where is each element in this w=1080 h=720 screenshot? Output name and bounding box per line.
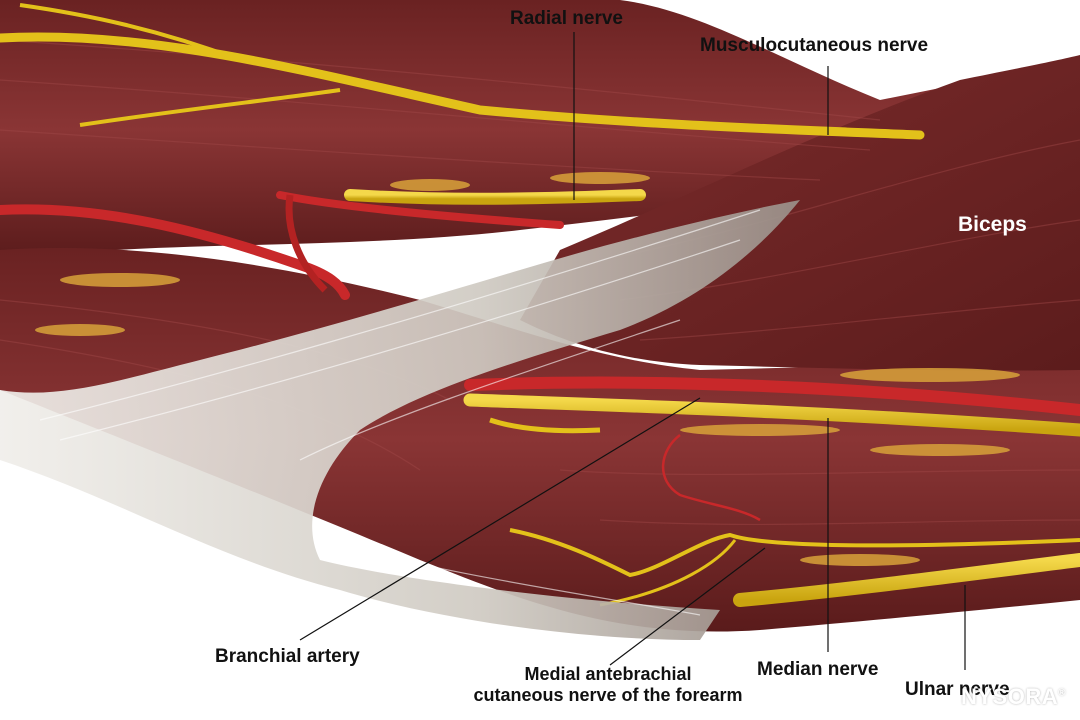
brachial-artery xyxy=(0,204,350,300)
registered-mark: ® xyxy=(1058,687,1066,699)
ulnar-nerve-shape xyxy=(733,553,1080,607)
biceps-label: Biceps xyxy=(958,213,1027,236)
radial-nerve-label: Radial nerve xyxy=(510,8,623,29)
musculocutaneous-nerve-label: Musculocutaneous nerve xyxy=(700,35,929,56)
nerve-branch-top xyxy=(19,3,241,62)
nerve-branch-mid xyxy=(79,88,341,127)
medial-antebrachial-label-line2: cutaneous nerve of the forearm xyxy=(473,684,743,705)
medial-antebrachial-branch xyxy=(599,539,737,607)
medial-antebrachial-leader xyxy=(609,547,766,666)
small-artery xyxy=(661,434,761,522)
musculocutaneous-nerve-shape xyxy=(0,32,925,140)
artery-branch-upper xyxy=(276,191,564,229)
median-nerve-shape xyxy=(463,393,1080,437)
medial-antebrachial-label: Medial antebrachial cutaneous nerve of t… xyxy=(458,664,758,705)
nysora-logo: NYSORA® xyxy=(961,684,1066,710)
brachial-artery-lower xyxy=(464,376,1080,416)
medial-antebrachial-nerve-shape xyxy=(509,528,1080,578)
branchial-artery-leader xyxy=(299,397,701,641)
radial-nerve-shape xyxy=(344,189,646,205)
median-nerve-label: Median nerve xyxy=(757,659,879,680)
bicipital-aponeurosis xyxy=(0,200,800,640)
logo-text: NYSORA xyxy=(961,684,1059,709)
leader-lines xyxy=(299,32,966,670)
branchial-artery-label: Branchial artery xyxy=(215,646,360,667)
medial-antebrachial-label-line1: Medial antebrachial xyxy=(524,664,692,684)
artery-branch-vertical xyxy=(285,194,328,293)
median-nerve-branch xyxy=(489,417,601,434)
ulnar-nerve-label: Ulnar nerve xyxy=(905,679,1010,700)
